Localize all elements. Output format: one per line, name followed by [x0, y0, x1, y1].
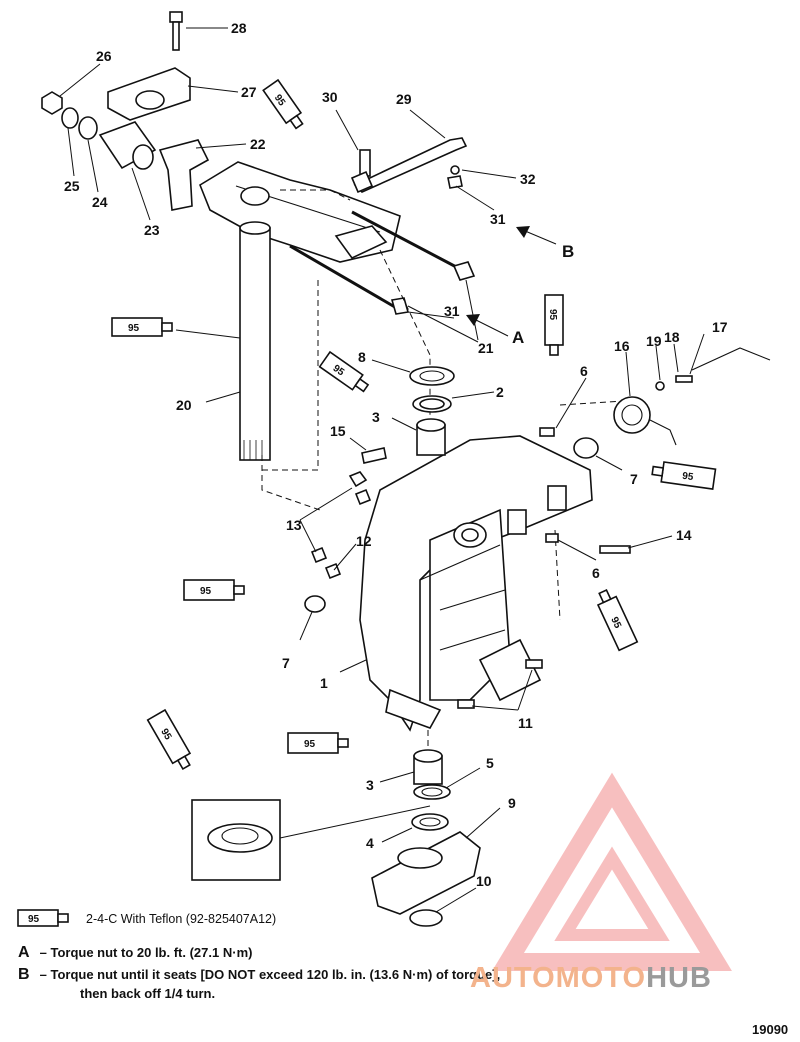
callout-24: 24	[92, 194, 108, 210]
svg-text:95: 95	[681, 471, 694, 484]
callout-26: 26	[96, 48, 112, 64]
note-b: B – Torque nut until it seats [DO NOT ex…	[18, 966, 501, 983]
callout-4: 4	[366, 835, 374, 851]
watermark-text: AUTOMOTOHUB	[470, 962, 712, 995]
callout-3-bottom: 3	[366, 777, 374, 793]
legend-tube-icon: 95	[17, 909, 69, 927]
callout-2: 2	[496, 384, 504, 400]
note-b-text: Torque nut until it seats [DO NOT exceed…	[50, 967, 501, 982]
grease-tube: 95	[183, 579, 245, 601]
callout-6-mid: 6	[592, 565, 600, 581]
callout-6-top: 6	[580, 363, 588, 379]
grease-tube: 95	[287, 732, 349, 754]
svg-text:95: 95	[28, 914, 40, 925]
note-b-key: B	[18, 966, 30, 983]
callout-18: 18	[664, 329, 680, 345]
grease-tube: 95	[318, 350, 370, 393]
callout-29: 29	[396, 91, 412, 107]
callout-17: 17	[712, 319, 728, 335]
callout-7-left: 7	[282, 655, 290, 671]
callout-31-top: 31	[490, 211, 506, 227]
callout-11: 11	[518, 715, 533, 731]
callout-13: 13	[286, 517, 302, 533]
callout-5: 5	[486, 755, 494, 771]
callout-30: 30	[322, 89, 338, 105]
grease-tube: 95	[544, 294, 564, 356]
callout-7-right: 7	[630, 471, 638, 487]
callout-31-mid: 31	[444, 303, 460, 319]
callout-22: 22	[250, 136, 266, 152]
watermark-text-part2: HUB	[646, 962, 712, 994]
swivel-bracket	[304, 347, 771, 732]
grease-tube: 95	[596, 588, 639, 652]
callout-9: 9	[508, 795, 516, 811]
note-a-key: A	[18, 944, 30, 961]
svg-text:95: 95	[158, 727, 173, 743]
grease-tube: 95	[262, 78, 304, 130]
grease-tube: 95	[111, 317, 173, 337]
note-a-text: Torque nut to 20 lb. ft. (27.1 N·m)	[50, 945, 253, 960]
callout-10: 10	[476, 873, 492, 889]
legend-text: 2-4-C With Teflon (92-825407A12)	[86, 912, 277, 926]
callout-14: 14	[676, 527, 692, 543]
svg-text:95: 95	[200, 586, 212, 597]
callout-25: 25	[64, 178, 80, 194]
grease-tube: 95	[651, 461, 717, 490]
callout-B: B	[562, 242, 574, 261]
svg-text:95: 95	[304, 739, 316, 750]
note-a: A – Torque nut to 20 lb. ft. (27.1 N·m)	[18, 944, 253, 961]
callout-3-top: 3	[372, 409, 380, 425]
leader-lines	[59, 27, 705, 913]
callout-27: 27	[241, 84, 257, 100]
callout-28: 28	[231, 20, 247, 36]
callout-32: 32	[520, 171, 536, 187]
svg-text:95: 95	[128, 323, 140, 334]
callout-23: 23	[144, 222, 160, 238]
watermark-text-part1: AUTOMOTO	[470, 962, 647, 994]
note-b-continued: then back off 1/4 turn.	[80, 986, 215, 1001]
grease-tubes: 95 95 95 95 95 95 95 95	[111, 78, 717, 771]
callout-8: 8	[358, 349, 366, 365]
callout-15: 15	[330, 423, 346, 439]
callout-labels: 28 27 26 25 24 23 22 30 29 32 31 B 31 21…	[64, 20, 728, 889]
callout-12: 12	[356, 533, 372, 549]
callout-A: A	[512, 328, 524, 347]
svg-text:95: 95	[608, 615, 623, 630]
watermark-logo	[492, 772, 732, 971]
lower-parts	[191, 749, 481, 927]
note-b-text-2: then back off 1/4 turn.	[80, 986, 216, 1001]
grease-tube: 95	[146, 708, 192, 771]
svg-text:95: 95	[547, 309, 558, 321]
figure-number: 19090	[752, 1022, 789, 1037]
callout-21: 21	[478, 340, 494, 356]
callout-20: 20	[176, 397, 192, 413]
steering-arm-assembly	[41, 11, 476, 461]
callout-1: 1	[320, 675, 328, 691]
callout-16: 16	[614, 338, 630, 354]
callout-19: 19	[646, 333, 662, 349]
